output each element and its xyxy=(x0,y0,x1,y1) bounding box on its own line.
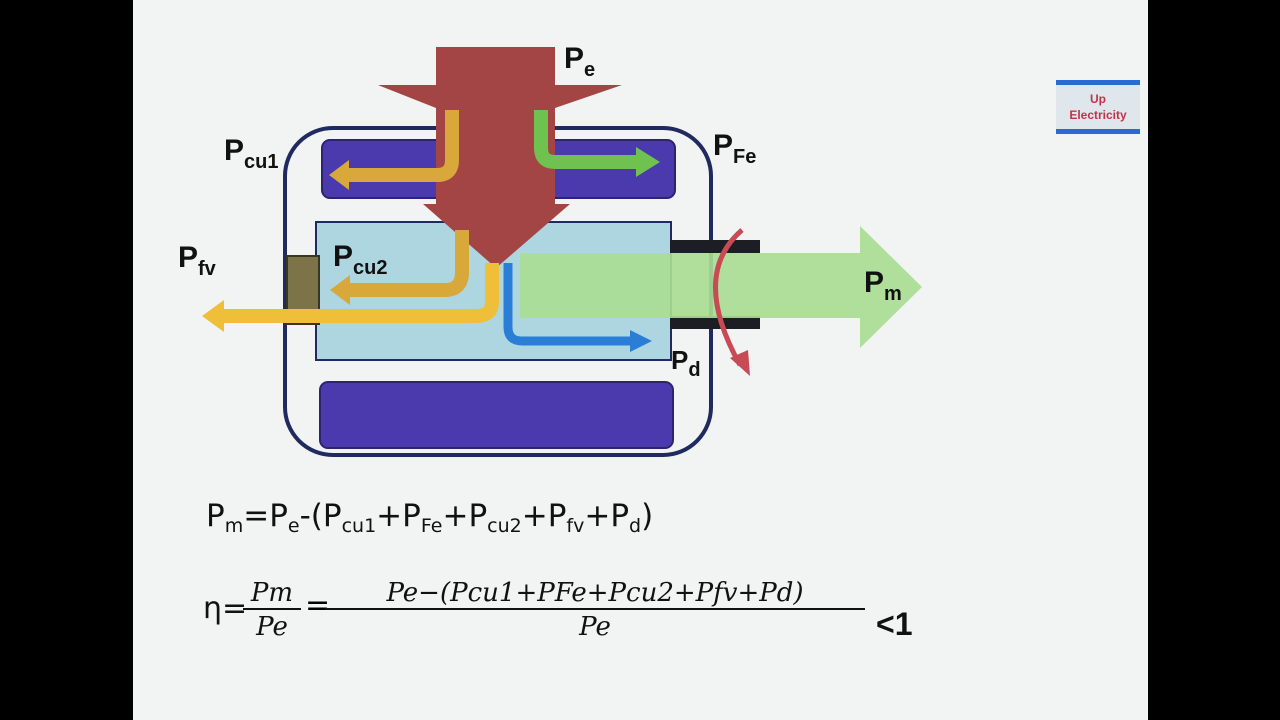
eq1-plus1: + xyxy=(376,498,403,534)
friction-loss-arrow xyxy=(222,263,499,323)
label-pe: Pe xyxy=(564,42,595,81)
stator-bottom xyxy=(319,381,674,449)
label-pfv: Pfv xyxy=(178,241,217,280)
shaft-bottom xyxy=(670,316,760,329)
rotation-arrow xyxy=(713,228,744,367)
stray-loss-arrowhead xyxy=(630,330,652,352)
label-pcu2: Pcu2 xyxy=(333,240,387,279)
output-power-arrow xyxy=(520,226,922,348)
eq1-t4: P xyxy=(547,498,567,534)
less-than-one: <1 xyxy=(876,606,913,642)
iron-loss-arrowhead xyxy=(636,147,660,177)
rotor-copper-loss-arrow xyxy=(345,230,469,297)
eq1-pe: P xyxy=(269,498,288,534)
eq1-t4-sub: fv xyxy=(566,515,585,537)
eq1-t5-sub: d xyxy=(629,515,642,537)
eq1-plus4: + xyxy=(584,498,611,534)
eq1-pe-sub: e xyxy=(287,515,300,537)
frac2-numerator: Pe−(Pcu1+PFe+Pcu2+Pfv+Pd) xyxy=(386,578,804,608)
stator-copper-loss-arrowhead xyxy=(329,160,349,190)
stray-loss-arrow xyxy=(503,263,632,346)
eq1-t3: P xyxy=(468,498,488,534)
eq1-equals: = xyxy=(243,498,270,534)
eq1-pm-sub: m xyxy=(224,515,244,537)
logo-line-1: Up xyxy=(1090,92,1106,106)
iron-loss-arrow xyxy=(534,110,640,169)
rotation-arrowhead xyxy=(730,350,750,376)
eq1-open: -( xyxy=(299,498,323,534)
eq1-t2: P xyxy=(402,498,421,534)
frac2-denominator: Pe xyxy=(325,608,865,642)
eq1-t1: P xyxy=(322,498,342,534)
label-pm: Pm xyxy=(864,266,902,305)
efficiency-fraction-expanded: Pe−(Pcu1+PFe+Pcu2+Pfv+Pd) Pe xyxy=(325,578,865,642)
label-pd: Pd xyxy=(671,345,701,381)
channel-logo: Up Electricity xyxy=(1056,80,1140,134)
eq1-close: ) xyxy=(641,498,654,534)
eq1-pm: P xyxy=(206,498,225,534)
input-power-arrow xyxy=(378,47,622,268)
efficiency-equals: = xyxy=(305,588,331,623)
rotor-copper-loss-arrowhead xyxy=(330,275,350,305)
frac1-numerator: Pm xyxy=(250,578,294,608)
power-balance-equation: Pm=Pe-(Pcu1+PFe+Pcu2+Pfv+Pd) xyxy=(206,498,653,537)
eq1-plus2: + xyxy=(442,498,469,534)
eq1-t5: P xyxy=(610,498,630,534)
efficiency-symbol: η= xyxy=(203,591,248,626)
efficiency-fraction-simple: Pm Pe xyxy=(243,578,301,642)
stator-copper-loss-arrow xyxy=(345,110,459,182)
eq1-t1-sub: cu1 xyxy=(341,515,377,537)
label-pcu1: Pcu1 xyxy=(224,134,278,173)
eq1-t2-sub: Fe xyxy=(420,515,443,537)
eq1-t3-sub: cu2 xyxy=(487,515,522,537)
logo-line-2: Electricity xyxy=(1069,108,1127,122)
shaft-top xyxy=(670,240,760,253)
frac1-denominator: Pe xyxy=(243,608,301,642)
eq1-plus3: + xyxy=(521,498,548,534)
label-pfe: PFe xyxy=(713,129,756,168)
friction-loss-arrowhead xyxy=(202,300,224,332)
